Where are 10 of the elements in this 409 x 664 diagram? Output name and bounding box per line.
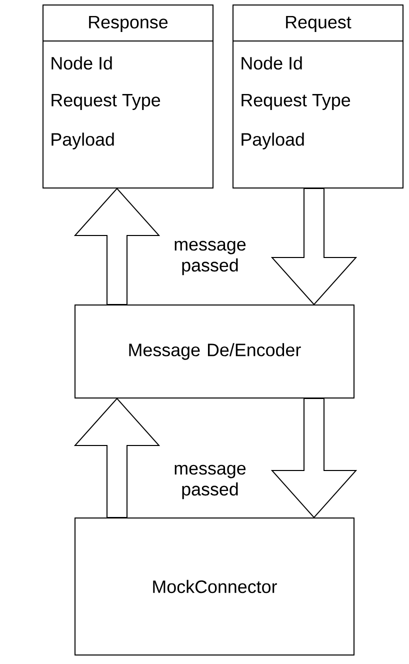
process-box: Message De/Encoder <box>74 304 354 398</box>
block-arrow <box>270 188 358 306</box>
process-box: MockConnector <box>74 518 354 656</box>
class-box: Response Node Id Request Type Payload <box>42 4 214 188</box>
block-arrow <box>74 398 160 518</box>
block-arrow <box>74 188 160 305</box>
arrow-label: message passed <box>174 240 246 276</box>
arrow-label: message passed <box>174 464 246 500</box>
class-box: Request Node Id Request Type Payload <box>232 4 404 188</box>
block-arrow <box>270 398 358 518</box>
